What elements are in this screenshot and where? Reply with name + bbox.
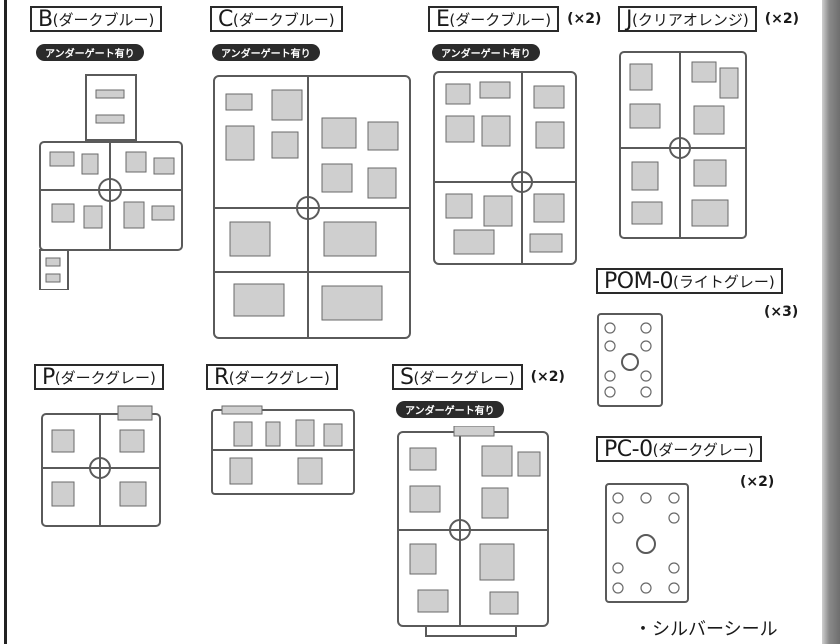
runner-quantity: (×2) [567,11,602,27]
runner-pc-illustration [605,483,689,603]
runner-c-undergate-badge: アンダーゲート有り [212,44,320,61]
runner-color: (ダークグレー) [228,368,330,387]
runner-letter: E [436,6,450,32]
runner-p-illustration [41,405,161,527]
runner-color: (ダークグレー) [54,368,156,387]
runner-color: (ダークグレー) [652,440,754,459]
runner-pom-label: POM-0(ライトグレー) [596,268,783,294]
runner-pc-quantity: (×2) [740,474,775,490]
runner-color: (クリアオレンジ) [632,10,749,29]
runner-p-label: P(ダークグレー) [34,364,164,390]
runner-s-illustration [397,426,549,637]
runner-j-illustration [619,51,747,239]
runner-color: (ダークグレー) [413,368,515,387]
runner-letter: B [38,6,53,32]
runner-quantity: (×2) [764,11,799,27]
runner-letter: P [42,364,55,390]
runner-color: (ダークブルー) [449,10,552,29]
runner-e-illustration [433,71,577,265]
runner-b-illustration [39,74,183,290]
runner-pom-illustration [597,313,663,407]
runner-letter: J [626,6,633,32]
runner-r-illustration [211,405,355,495]
runner-color: (ライトグレー) [673,272,775,291]
runner-r-label: R(ダークグレー) [206,364,338,390]
runner-b-undergate-badge: アンダーゲート有り [36,44,144,61]
runner-color: (ダークブルー) [232,10,335,29]
runner-letter: POM-0 [604,268,674,294]
runner-pom-quantity: (×3) [764,304,799,320]
runner-s-label: S(ダークグレー) (×2) [392,364,565,390]
runner-e-undergate-badge: アンダーゲート有り [432,44,540,61]
runner-b-label: B(ダークブルー) [30,6,163,32]
runner-letter: PC-0 [604,436,653,462]
right-edge-shadow [822,0,840,644]
runner-quantity: (×2) [530,369,565,385]
runner-s-undergate-badge: アンダーゲート有り [396,401,504,418]
runner-letter: C [218,6,233,32]
runner-c-illustration [213,75,411,339]
runner-letter: R [214,364,229,390]
runner-j-label: J(クリアオレンジ) (×2) [618,6,799,32]
runner-c-label: C(ダークブルー) [210,6,343,32]
runner-e-label: E(ダークブルー) (×2) [428,6,601,32]
runner-letter: S [400,364,414,390]
silver-seal-label: ・シルバーシール [634,619,778,640]
runner-color: (ダークブルー) [52,10,155,29]
runner-pc-label: PC-0(ダークグレー) [596,436,762,462]
left-border [4,0,7,644]
